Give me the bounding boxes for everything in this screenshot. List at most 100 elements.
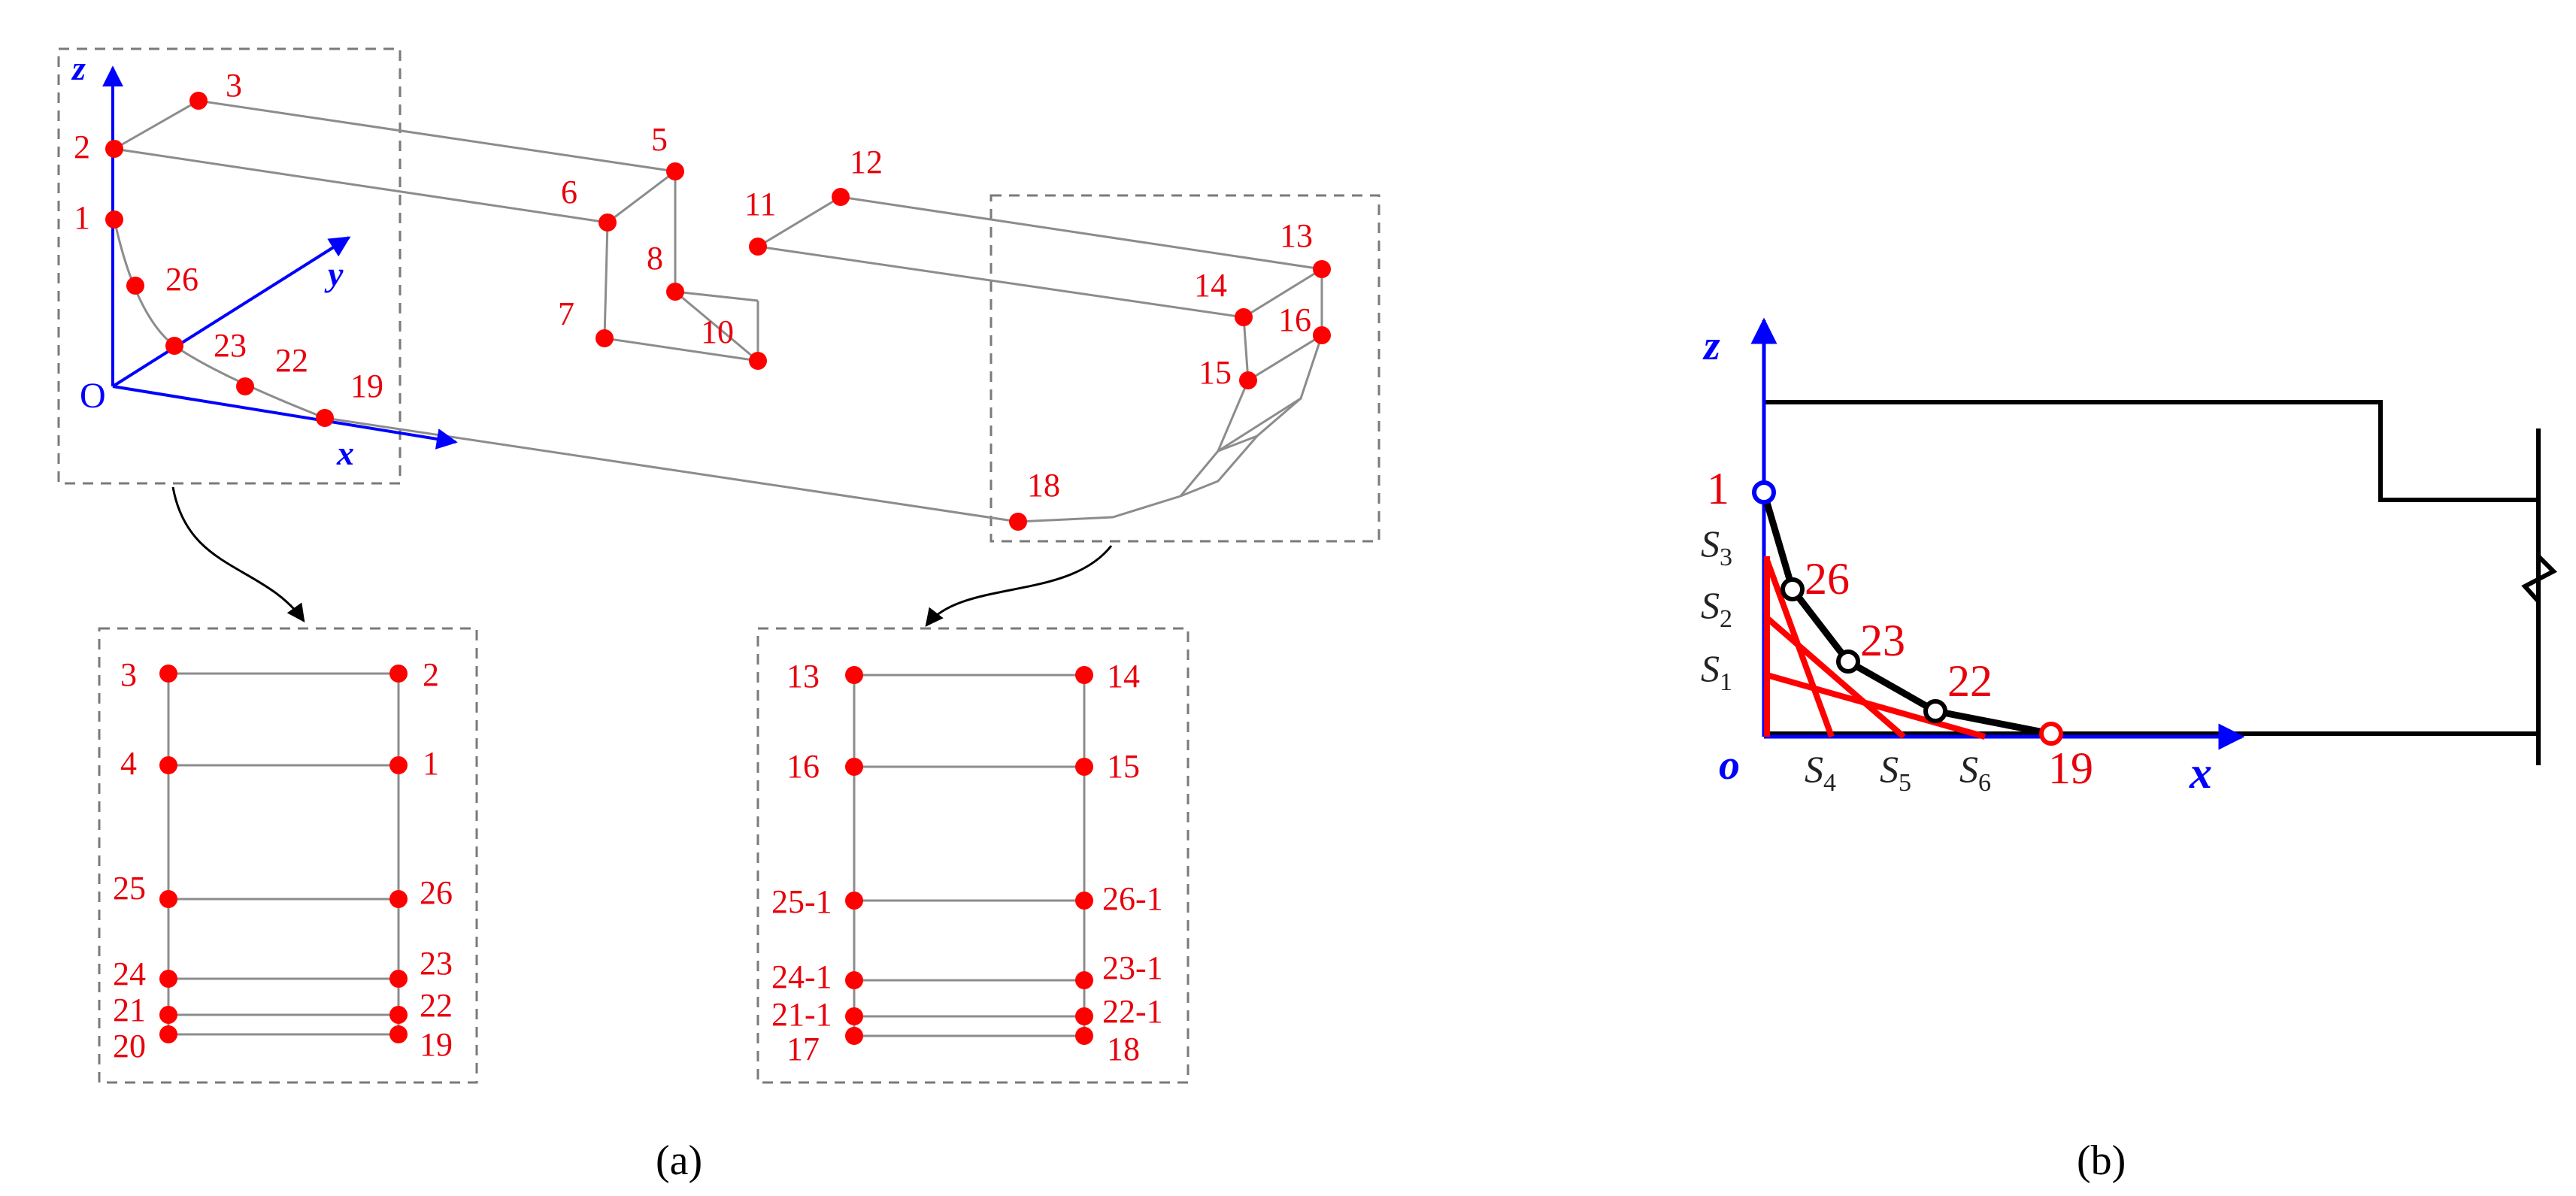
x-axis-label-b: x (2189, 748, 2212, 798)
node-b-23 (1836, 649, 1860, 674)
node-label-18: 18 (1027, 467, 1060, 504)
detail-right-label-l3: 24-1 (771, 958, 832, 995)
detail-left-label-l4: 21 (113, 992, 146, 1028)
z-axis-label: z (71, 49, 86, 87)
node-b-22 (1923, 699, 1947, 723)
detail-right-label-l2: 25-1 (771, 883, 832, 920)
panel-a: z y x O 1 (57, 47, 1380, 1184)
caption-b: (b) (2077, 1137, 2126, 1184)
origin-label: O (80, 376, 106, 416)
zoom-box-end (989, 194, 1380, 543)
detail-right-label-r0: 14 (1107, 658, 1140, 695)
detail-left-label-l5: 20 (113, 1028, 146, 1064)
detail-right-label-r2: 26-1 (1102, 880, 1163, 917)
segment-label-s4: S4 (1805, 748, 1836, 797)
node-8 (666, 283, 684, 301)
node-label-19: 19 (350, 368, 383, 404)
nodes-3d (105, 92, 1331, 531)
zoom-box-origin (57, 47, 402, 485)
node-label-7: 7 (558, 295, 574, 332)
panel-b: z x o 1 26 23 22 19 S3 S2 S1 S4 S5 S6 (b… (1701, 317, 2558, 1184)
node-label-8: 8 (647, 240, 663, 277)
detail-left-label-l1: 4 (120, 745, 137, 782)
origin-label-b: o (1719, 742, 1740, 789)
detail-left-label-r4: 22 (420, 987, 453, 1024)
node-label-3: 3 (226, 67, 242, 104)
detail-right-label-r1: 15 (1107, 748, 1140, 785)
node-label-b-1: 1 (1707, 464, 1729, 513)
node-label-b-23: 23 (1860, 616, 1905, 665)
detail-left-label-r1: 1 (423, 745, 439, 782)
detail-left-label-r5: 19 (420, 1026, 453, 1063)
node-b-26 (1780, 577, 1805, 601)
y-axis-label: y (324, 255, 344, 293)
node-label-1: 1 (74, 199, 90, 236)
node-10 (749, 352, 767, 370)
node-label-10: 10 (701, 313, 734, 350)
detail-left-label-r2: 26 (420, 874, 453, 911)
node-b-1 (1752, 480, 1776, 504)
node-7 (596, 329, 614, 347)
y-axis (111, 236, 351, 388)
node-2 (105, 140, 123, 158)
detail-left-label-l0: 3 (120, 656, 137, 693)
node-label-23: 23 (214, 327, 247, 364)
node-11 (749, 238, 767, 256)
node-label-b-19: 19 (2048, 743, 2093, 793)
tangent-lines (1764, 556, 1987, 740)
node-label-22: 22 (275, 342, 308, 379)
node-22 (236, 377, 254, 395)
detail-left-label-r3: 23 (420, 945, 453, 982)
node-label-14: 14 (1194, 267, 1227, 304)
caption-a: (a) (656, 1137, 702, 1184)
node-label-26: 26 (165, 261, 199, 298)
node-5 (666, 162, 684, 180)
node-15 (1239, 371, 1257, 389)
node-label-16: 16 (1278, 301, 1311, 338)
segment-label-s6: S6 (1959, 748, 1991, 797)
detail-right-label-r5: 18 (1107, 1031, 1140, 1067)
z-axis-label-b: z (1702, 322, 1720, 369)
callout-arrow-left (171, 486, 305, 622)
callout-arrow-right (925, 545, 1113, 627)
detail-left-label-l3: 24 (113, 955, 146, 992)
detail-right-label-r3: 23-1 (1102, 949, 1163, 986)
detail-box-left: 3 4 25 24 21 20 2 1 26 23 22 19 (98, 627, 478, 1084)
node-b-19 (2039, 722, 2063, 746)
node-label-5: 5 (651, 121, 668, 158)
node-label-b-26: 26 (1805, 554, 1850, 604)
detail-left-label-r0: 2 (423, 656, 439, 693)
wireframe (113, 99, 1326, 523)
detail-box-right: 13 16 25-1 24-1 21-1 17 14 15 26-1 23-1 … (756, 627, 1190, 1084)
axes-3d: z y x O (71, 49, 458, 472)
detail-right-label-l5: 17 (786, 1031, 820, 1067)
node-label-2: 2 (74, 129, 90, 165)
segment-label-s1: S1 (1701, 647, 1732, 696)
node-label-13: 13 (1280, 217, 1313, 254)
detail-right-label-l0: 13 (786, 658, 820, 695)
break-symbol (2521, 554, 2558, 604)
segment-label-s2: S2 (1701, 584, 1732, 633)
segment-label-s5: S5 (1880, 748, 1911, 797)
node-label-6: 6 (561, 174, 577, 210)
node-18 (1009, 513, 1027, 531)
node-label-12: 12 (850, 144, 883, 180)
node-12 (832, 188, 850, 206)
node-label-b-22: 22 (1947, 656, 1993, 706)
node-26 (126, 277, 144, 295)
x-axis (112, 385, 458, 450)
detail-right-label-r4: 22-1 (1102, 993, 1163, 1030)
approx-curve (1760, 491, 2052, 737)
node-19 (316, 409, 334, 427)
section-outline (1764, 400, 2541, 736)
node-label-11: 11 (744, 186, 776, 223)
segment-label-s3: S3 (1701, 522, 1732, 571)
x-axis-label: x (336, 434, 354, 472)
node-16 (1313, 326, 1331, 344)
node-6 (599, 213, 617, 232)
node-14 (1235, 308, 1253, 326)
detail-right-label-l4: 21-1 (771, 996, 832, 1033)
detail-right-label-l1: 16 (786, 748, 820, 785)
node-13 (1313, 260, 1331, 278)
